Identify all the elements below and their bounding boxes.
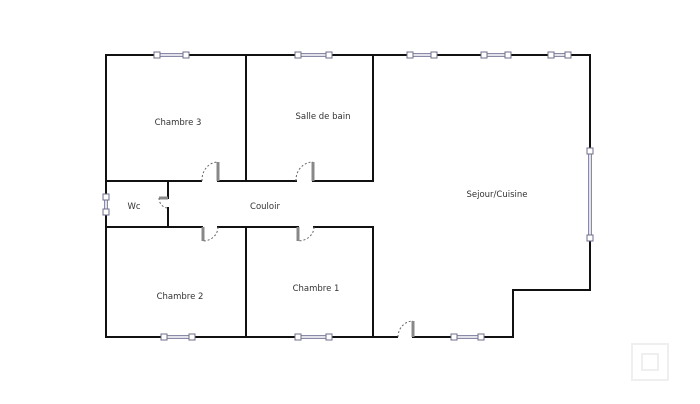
- window-salle-de-bain: [294, 51, 333, 59]
- window-chambre-3: [153, 51, 190, 59]
- room-label-salle-de-bain: Salle de bain: [295, 112, 351, 122]
- room-label-wc: Wc: [127, 202, 141, 212]
- windows: [102, 51, 594, 341]
- window-wc: [102, 193, 110, 216]
- window-sejour-top-3: [547, 51, 572, 59]
- interior-walls: [105, 54, 374, 338]
- watermark-logo: [631, 343, 669, 381]
- door-chambre-1[interactable]: [296, 226, 315, 242]
- door-entrance[interactable]: [397, 320, 415, 338]
- room-label-chambre-2: Chambre 2: [156, 292, 204, 302]
- window-sejour-top-2: [480, 51, 512, 59]
- window-sejour-right: [586, 147, 594, 242]
- window-sejour-bottom: [450, 333, 485, 341]
- room-label-chambre-3: Chambre 3: [154, 118, 202, 128]
- room-label-chambre-1: Chambre 1: [292, 284, 340, 294]
- door-wc[interactable]: [158, 196, 169, 209]
- door-chambre-3[interactable]: [201, 161, 220, 182]
- room-label-sejour-cuisine: Sejour/Cuisine: [466, 190, 528, 200]
- window-chambre-1: [294, 333, 333, 341]
- outer-walls: [105, 54, 591, 338]
- window-sejour-top-1: [406, 51, 438, 59]
- window-chambre-2: [160, 333, 196, 341]
- doors: [158, 161, 415, 338]
- door-chambre-2[interactable]: [201, 226, 219, 242]
- door-salle-de-bain[interactable]: [295, 161, 315, 182]
- outer-wall: [105, 54, 591, 338]
- room-label-couloir: Couloir: [250, 202, 280, 212]
